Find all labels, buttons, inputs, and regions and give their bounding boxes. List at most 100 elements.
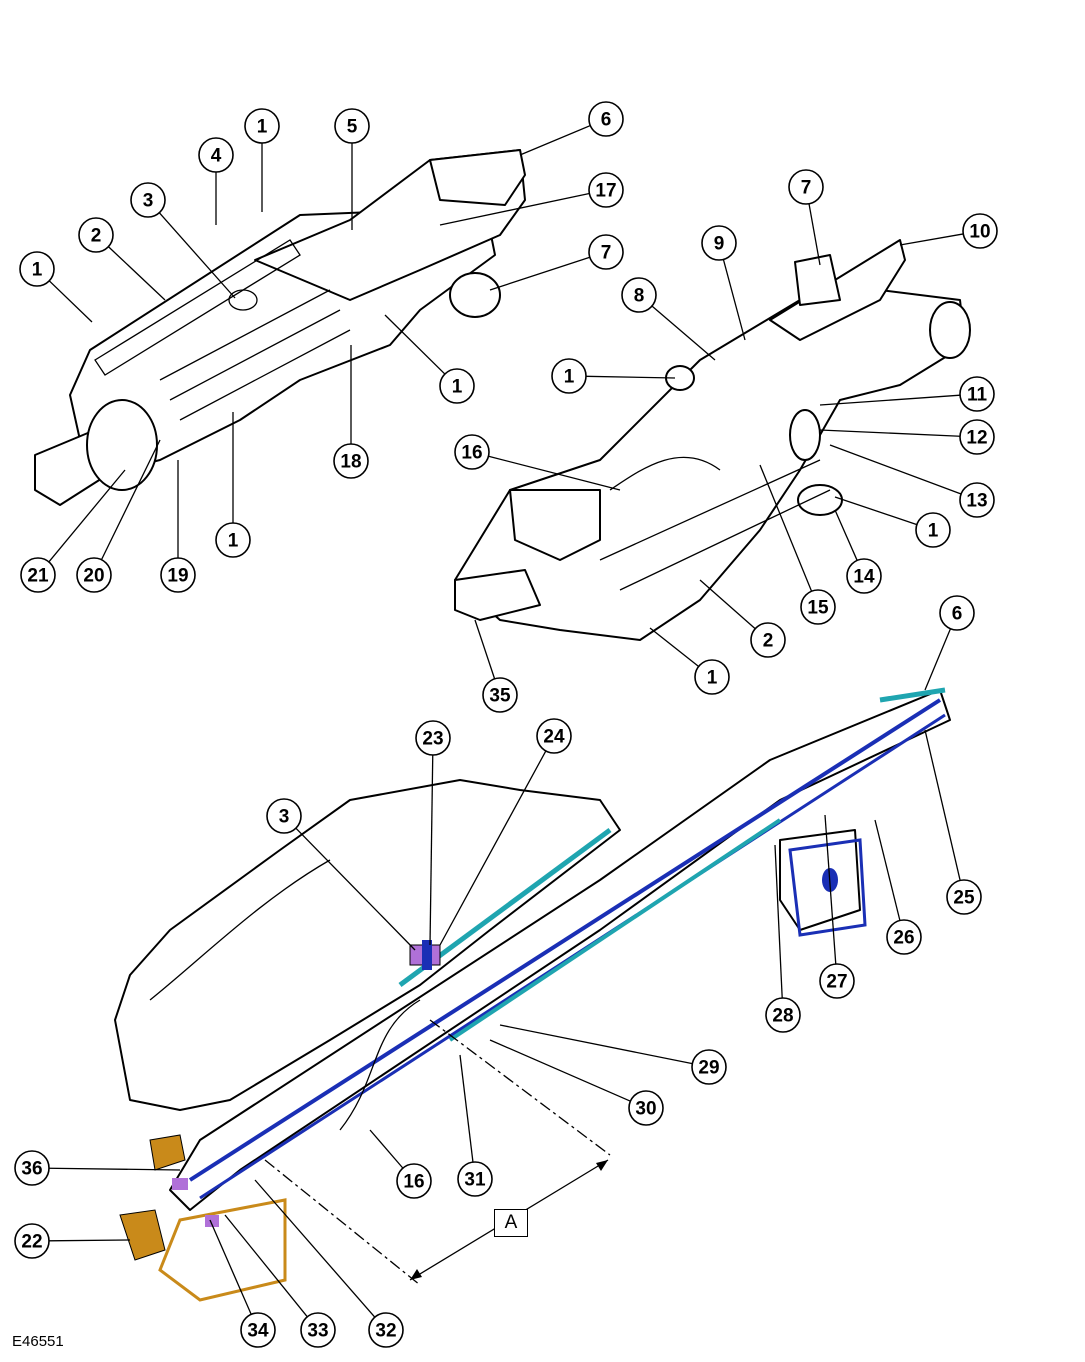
callout-number: 10 bbox=[969, 222, 990, 243]
callout: 6 bbox=[939, 595, 975, 631]
callout-circle bbox=[959, 376, 995, 412]
callout-circle bbox=[160, 557, 196, 593]
callout-number: 7 bbox=[801, 178, 812, 199]
leader-line bbox=[224, 1214, 308, 1318]
callout: 2 bbox=[78, 217, 114, 253]
callout-circle bbox=[396, 1163, 432, 1199]
leader-line bbox=[651, 305, 716, 361]
callout-number: 24 bbox=[543, 727, 565, 748]
callout: 5 bbox=[334, 108, 370, 144]
callout-number: 6 bbox=[601, 110, 612, 131]
callout-circle bbox=[20, 557, 56, 593]
callout: 14 bbox=[846, 558, 882, 594]
callout-number: 17 bbox=[595, 181, 616, 202]
callout: 9 bbox=[701, 225, 737, 261]
callout-number: 26 bbox=[893, 928, 914, 949]
callout-circle bbox=[588, 172, 624, 208]
callout-number: 19 bbox=[167, 566, 188, 587]
leader-line bbox=[488, 455, 621, 491]
callout-circle bbox=[78, 217, 114, 253]
callout-circle bbox=[915, 512, 951, 548]
callout: 17 bbox=[588, 172, 624, 208]
callout-circle bbox=[551, 358, 587, 394]
callout: 2 bbox=[750, 622, 786, 658]
leader-line bbox=[819, 429, 961, 437]
callout-circle bbox=[415, 720, 451, 756]
callout-number: 18 bbox=[340, 452, 361, 473]
callout-circle bbox=[266, 798, 302, 834]
callout: 1 bbox=[915, 512, 951, 548]
callout-number: 3 bbox=[143, 191, 154, 212]
leader-line bbox=[48, 469, 126, 563]
leader-line bbox=[439, 192, 590, 226]
callout-number: 1 bbox=[32, 260, 43, 281]
callout: 1 bbox=[694, 659, 730, 695]
leader-line bbox=[759, 464, 813, 592]
callout-number: 1 bbox=[452, 377, 463, 398]
callout-number: 13 bbox=[966, 491, 987, 512]
figure-code: E46551 bbox=[12, 1333, 64, 1350]
callout: 16 bbox=[454, 434, 490, 470]
leader-line bbox=[699, 579, 756, 630]
callout: 6 bbox=[588, 101, 624, 137]
leader-line bbox=[722, 259, 746, 341]
callout: 26 bbox=[886, 919, 922, 955]
callout: 25 bbox=[946, 879, 982, 915]
callout: 11 bbox=[959, 376, 995, 412]
leader-line bbox=[819, 394, 961, 406]
callout-number: 7 bbox=[601, 243, 612, 264]
callout-circle bbox=[765, 997, 801, 1033]
leader-line bbox=[924, 628, 952, 691]
callout-number: 20 bbox=[83, 566, 104, 587]
callout: 4 bbox=[198, 137, 234, 173]
callout: 1 bbox=[244, 108, 280, 144]
callout-number: 25 bbox=[953, 888, 975, 909]
leader-line bbox=[369, 1129, 404, 1169]
leader-line bbox=[829, 444, 962, 495]
callout-circle bbox=[819, 963, 855, 999]
callout: 20 bbox=[76, 557, 112, 593]
callout: 31 bbox=[457, 1161, 493, 1197]
leader-line bbox=[585, 375, 676, 379]
callout-circle bbox=[959, 482, 995, 518]
callout: 29 bbox=[691, 1049, 727, 1085]
callout-number: 32 bbox=[375, 1321, 396, 1342]
callout: 27 bbox=[819, 963, 855, 999]
callout-number: 1 bbox=[707, 668, 718, 689]
leader-line bbox=[254, 1179, 376, 1318]
callout-circle bbox=[946, 879, 982, 915]
leader-line bbox=[384, 314, 446, 375]
callout-number: 2 bbox=[91, 226, 102, 247]
callout: 16 bbox=[396, 1163, 432, 1199]
callout: 15 bbox=[800, 589, 836, 625]
leader-line bbox=[48, 1167, 181, 1171]
callout-circle bbox=[14, 1223, 50, 1259]
callout-number: 23 bbox=[422, 729, 443, 750]
callout-circle bbox=[621, 277, 657, 313]
steering-column-cutaway bbox=[114, 687, 951, 1302]
callout-number: 9 bbox=[714, 234, 725, 255]
callout: 33 bbox=[300, 1312, 336, 1348]
callout-circle bbox=[368, 1312, 404, 1348]
callout-circle bbox=[962, 213, 998, 249]
callout: 18 bbox=[333, 443, 369, 479]
callout: 1 bbox=[215, 522, 251, 558]
leader-line bbox=[100, 439, 161, 561]
callout-circle bbox=[886, 919, 922, 955]
callout: 34 bbox=[240, 1312, 276, 1348]
steering-column-assembly-left bbox=[34, 149, 526, 506]
callout-circle bbox=[130, 182, 166, 218]
leader-line bbox=[499, 1024, 693, 1065]
callout: 35 bbox=[482, 677, 518, 713]
callout: 1 bbox=[551, 358, 587, 394]
callout-number: 1 bbox=[928, 521, 939, 542]
callout-circle bbox=[939, 595, 975, 631]
steering-column-assembly-right bbox=[454, 239, 971, 641]
callout-circle bbox=[588, 101, 624, 137]
leader-line bbox=[774, 844, 783, 999]
callout-circle bbox=[19, 251, 55, 287]
callout: 1 bbox=[19, 251, 55, 287]
callout-circle bbox=[750, 622, 786, 658]
leader-line bbox=[158, 212, 236, 299]
